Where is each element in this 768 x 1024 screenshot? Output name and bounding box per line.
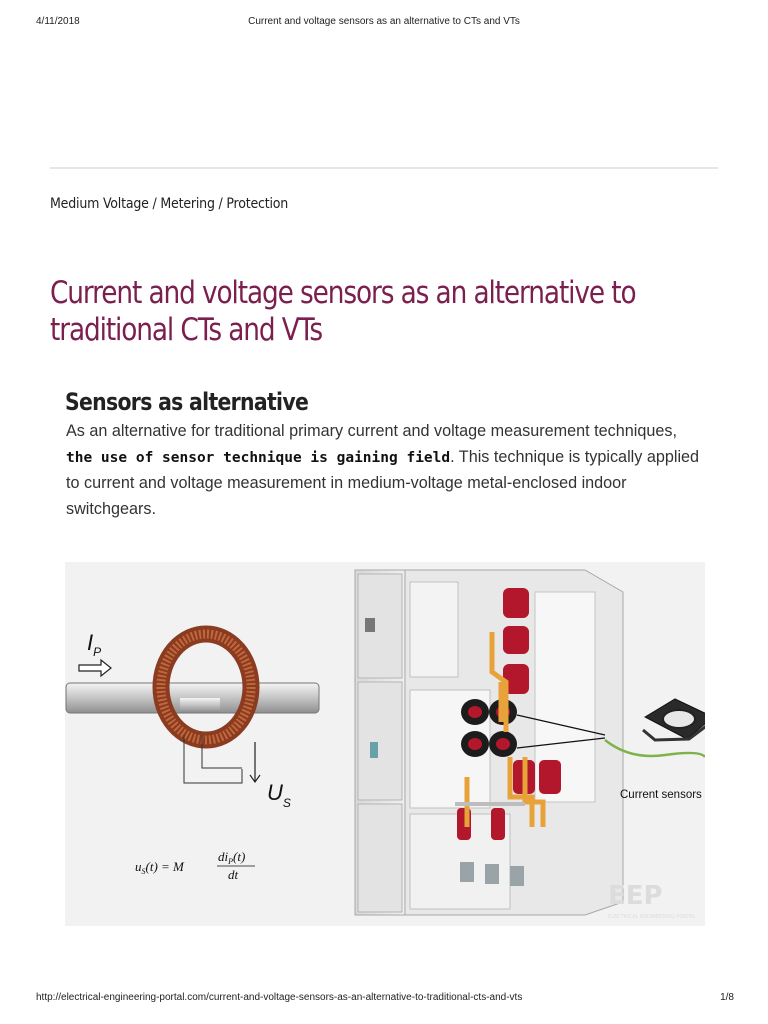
article-paragraph: As an alternative for traditional primar… [66, 419, 706, 522]
switchgear-cabinet [354, 569, 624, 916]
paragraph-text-before: As an alternative for traditional primar… [66, 422, 677, 440]
breadcrumb-item-protection[interactable]: Protection [226, 196, 289, 212]
svg-text:uS(t) = M: uS(t) = M [135, 859, 185, 876]
voltage-arrow-icon [249, 742, 261, 784]
svg-text:diP(t): diP(t) [218, 849, 245, 866]
eep-watermark-subtitle: ELECTRICAL ENGINEERING PORTAL [608, 914, 695, 920]
output-lead-2 [201, 735, 242, 769]
print-url: http://electrical-engineering-portal.com… [36, 992, 523, 1003]
breadcrumb-item-medium-voltage[interactable]: Medium Voltage [50, 196, 149, 212]
breadcrumb-item-metering[interactable]: Metering [160, 196, 215, 212]
formula: uS(t) = M diP(t) dt [135, 849, 255, 882]
breadcrumb: Medium Voltage / Metering / Protection [50, 196, 288, 216]
sensor-illustration: IP US uS(t) = M diP(t) dt [65, 569, 705, 920]
print-date: 4/11/2018 [36, 16, 80, 27]
print-header: 4/11/2018 Current and voltage sensors as… [0, 16, 768, 36]
conductor-rod-front [180, 698, 220, 712]
breadcrumb-separator: / [148, 196, 161, 212]
cable-terminals [460, 862, 524, 886]
svg-text:dt: dt [228, 867, 239, 882]
paragraph-text-after: . This technique is typically applied to… [66, 447, 700, 518]
current-sensors-label: Current sensors [620, 789, 702, 801]
breadcrumb-separator: / [214, 196, 227, 212]
page-number: 1/8 [720, 992, 734, 1003]
page-title: Current and voltage sensors as an altern… [50, 274, 637, 348]
rogowski-coil-diagram [65, 625, 320, 784]
section-heading: Sensors as alternative [65, 387, 309, 416]
current-arrow-icon [78, 658, 112, 678]
print-page-title: Current and voltage sensors as an altern… [248, 16, 520, 27]
callout-lines [516, 714, 606, 749]
label-us: US [267, 780, 291, 810]
header-divider [50, 167, 718, 169]
sensor-figure: IP US uS(t) = M diP(t) dt [65, 562, 705, 926]
output-leads [183, 735, 243, 784]
label-ip: IP [87, 630, 101, 659]
eep-watermark: EEP [608, 881, 663, 911]
current-sensor-product [604, 698, 705, 758]
paragraph-bold-text: the use of sensor technique is gaining f… [66, 449, 451, 466]
print-footer: http://electrical-engineering-portal.com… [0, 992, 768, 1012]
coil-winding [156, 629, 256, 745]
